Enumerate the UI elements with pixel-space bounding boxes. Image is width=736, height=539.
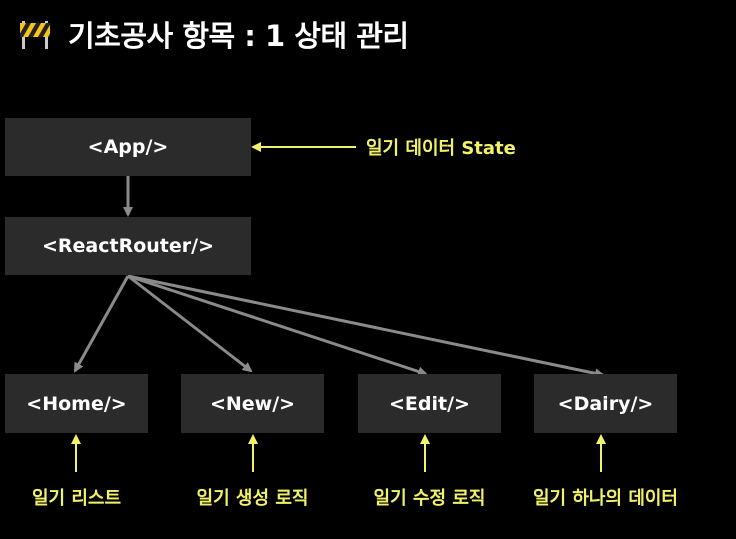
construction-barrier-icon [20,21,50,49]
annotation-app-state: 일기 데이터 State [366,138,516,159]
node-home: <Home/> [5,374,148,433]
node-app: <App/> [5,118,251,176]
node-react-router: <ReactRouter/> [5,217,251,275]
page-title-text: 기초공사 항목 : 1 상태 관리 [68,19,409,53]
edge-router-home [73,275,130,373]
annotation-edit: 일기 수정 로직 [373,488,486,509]
page-title: 기초공사 항목 : 1 상태 관리 [18,12,409,56]
node-dairy: <Dairy/> [534,374,677,433]
node-new: <New/> [181,374,324,433]
annotation-dairy: 일기 하나의 데이터 [532,488,678,509]
annotation-new: 일기 생성 로직 [196,488,309,509]
edge-router-new [127,274,253,373]
node-edit: <Edit/> [358,374,501,433]
edge-router-dairy [127,274,605,379]
edge-router-edit [127,274,428,377]
annotation-home: 일기 리스트 [31,488,122,509]
